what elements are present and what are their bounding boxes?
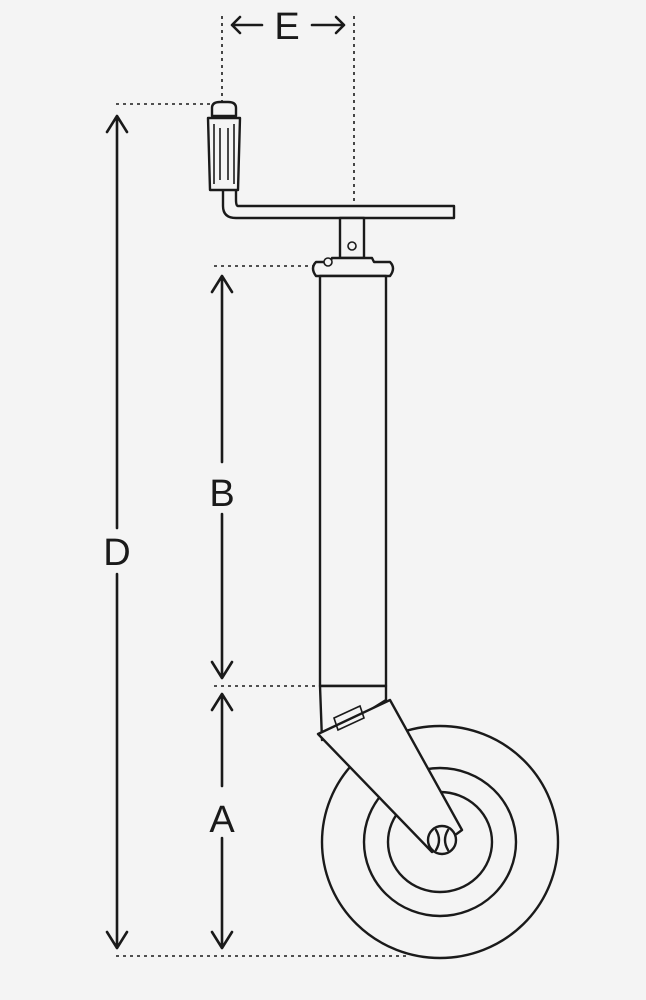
spindle-pin bbox=[347, 241, 357, 251]
fork-clamp bbox=[333, 704, 365, 732]
axle-nut bbox=[426, 824, 458, 856]
inner-tube bbox=[318, 274, 388, 688]
a-bottom-arrow bbox=[210, 836, 234, 950]
dimension-a-label: A bbox=[209, 799, 235, 841]
jockey-wheel bbox=[206, 100, 560, 960]
reference-lines bbox=[116, 16, 410, 957]
rim bbox=[362, 766, 518, 918]
wheel-fork bbox=[316, 698, 464, 854]
grease-nipple bbox=[323, 257, 333, 267]
d-bottom-arrow bbox=[105, 572, 129, 950]
dimension-b: B bbox=[209, 274, 235, 680]
dimension-a: A bbox=[209, 692, 235, 950]
handle-grip bbox=[206, 100, 242, 192]
dimension-e: E bbox=[230, 6, 346, 48]
d-top-arrow bbox=[105, 114, 129, 530]
crank-arm bbox=[221, 188, 456, 220]
top-collar bbox=[311, 256, 395, 278]
b-bottom-arrow bbox=[210, 512, 234, 680]
b-top-arrow bbox=[210, 274, 234, 464]
dimension-e-label: E bbox=[274, 6, 299, 48]
spindle bbox=[338, 216, 366, 260]
a-top-arrow bbox=[210, 692, 234, 788]
dimension-d: D bbox=[103, 114, 131, 950]
dimension-b-label: B bbox=[209, 473, 234, 515]
e-left-arrow bbox=[230, 15, 264, 35]
dimension-d-label: D bbox=[103, 532, 130, 574]
e-right-arrow bbox=[310, 15, 346, 35]
